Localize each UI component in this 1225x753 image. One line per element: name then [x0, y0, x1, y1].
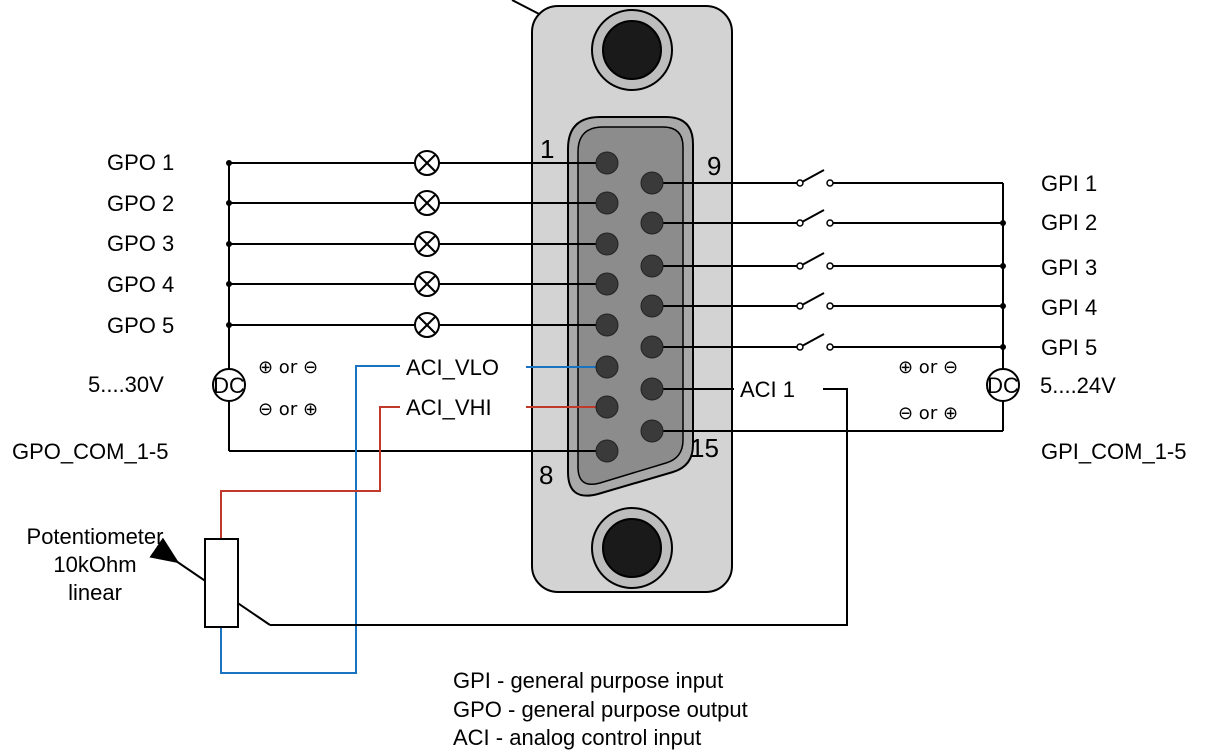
gpi-3-label: GPI 3 — [1041, 255, 1097, 280]
aci1-wire-to-wiper — [270, 388, 848, 626]
switch-icon — [796, 252, 834, 270]
dc-source-right: DC — [986, 368, 1020, 402]
aci-vlo-label: ACI_VLO — [406, 355, 499, 380]
gpo-3-label: GPO 3 — [107, 231, 174, 256]
switch-icon — [796, 333, 834, 351]
pin-number-8: 8 — [539, 460, 553, 490]
pin-15 — [640, 419, 664, 443]
gpo-2-label: GPO 2 — [107, 191, 174, 216]
pin-8 — [595, 439, 619, 463]
potentiometer-body — [204, 538, 239, 628]
gpo-1-label: GPO 1 — [107, 150, 174, 175]
lamp-icon — [414, 231, 440, 257]
aci-vhi-label: ACI_VHI — [406, 395, 492, 420]
legend-aci: ACI - analog control input — [453, 725, 701, 750]
bottom-screw — [602, 518, 662, 578]
junction-dot — [226, 160, 232, 166]
pin-2 — [595, 191, 619, 215]
junction-dot — [1000, 303, 1006, 309]
aci-1-label: ACI 1 — [740, 377, 795, 402]
legend-gpo: GPO - general purpose output — [453, 697, 748, 722]
gpi-5-label: GPI 5 — [1041, 335, 1097, 360]
gpo-supply-label: 5....30V — [88, 372, 164, 397]
switch-icon — [796, 209, 834, 227]
pin-5 — [595, 313, 619, 337]
pin-1 — [595, 151, 619, 175]
switch-icon — [796, 292, 834, 310]
pin-number-15: 15 — [690, 433, 719, 463]
gpo-4-label: GPO 4 — [107, 272, 174, 297]
top-screw — [602, 20, 662, 80]
aci-vlo-wiring — [220, 365, 607, 674]
lamp-icon — [414, 312, 440, 338]
junction-dot — [226, 322, 232, 328]
pin-11 — [640, 254, 664, 278]
pin-number-9: 9 — [707, 151, 721, 181]
vlo-wire-to-pot — [220, 365, 400, 674]
gpi-common-label: GPI_COM_1-5 — [1041, 439, 1187, 464]
pin-10 — [640, 211, 664, 235]
pin-14 — [640, 377, 664, 401]
gpi-lines — [652, 169, 1006, 351]
pin-number-1: 1 — [540, 134, 554, 164]
pin-13 — [640, 335, 664, 359]
gpo-5-label: GPO 5 — [107, 313, 174, 338]
connector-pins — [595, 151, 664, 463]
pin-9 — [640, 171, 664, 195]
lamp-icon — [414, 150, 440, 176]
pot-label-line2: 10kOhm — [53, 552, 136, 577]
aci-vhi-wiring — [220, 406, 607, 539]
gpi-supply-label: 5....24V — [1040, 373, 1116, 398]
gpi-polarity-top: ⊕ or ⊖ — [898, 357, 958, 378]
pin-7 — [595, 395, 619, 419]
pin-6 — [595, 355, 619, 379]
junction-dot — [226, 281, 232, 287]
dc-label-left: DC — [213, 373, 245, 398]
gpi-polarity-bottom: ⊖ or ⊕ — [898, 403, 958, 424]
gpi-4-label: GPI 4 — [1041, 295, 1097, 320]
pin-12 — [640, 294, 664, 318]
junction-dot — [226, 200, 232, 206]
dsub-connector — [531, 5, 733, 593]
pot-label-line3: linear — [68, 580, 122, 605]
lamp-icon — [414, 190, 440, 216]
dc-label-right: DC — [987, 373, 1019, 398]
junction-dot — [226, 241, 232, 247]
switch-icon — [796, 169, 834, 187]
gpo-polarity-top: ⊕ or ⊖ — [258, 357, 318, 378]
callout-line — [511, 0, 544, 17]
gpi-1-label: GPI 1 — [1041, 171, 1097, 196]
gpi-2-label: GPI 2 — [1041, 210, 1097, 235]
vhi-wire-to-pot — [220, 406, 400, 539]
junction-dot — [1000, 263, 1006, 269]
junction-dot — [1000, 344, 1006, 350]
lamp-icon — [414, 271, 440, 297]
junction-dot — [1000, 220, 1006, 226]
gpo-lines — [226, 150, 607, 338]
pot-label-line1: Potentiometer — [27, 524, 164, 549]
gpo-polarity-bottom: ⊖ or ⊕ — [258, 399, 318, 420]
legend-gpi: GPI - general purpose input — [453, 668, 723, 693]
dc-source-left: DC — [212, 368, 246, 402]
pin-4 — [595, 272, 619, 296]
pin-3 — [595, 232, 619, 256]
gpo-common-label: GPO_COM_1-5 — [12, 439, 169, 464]
